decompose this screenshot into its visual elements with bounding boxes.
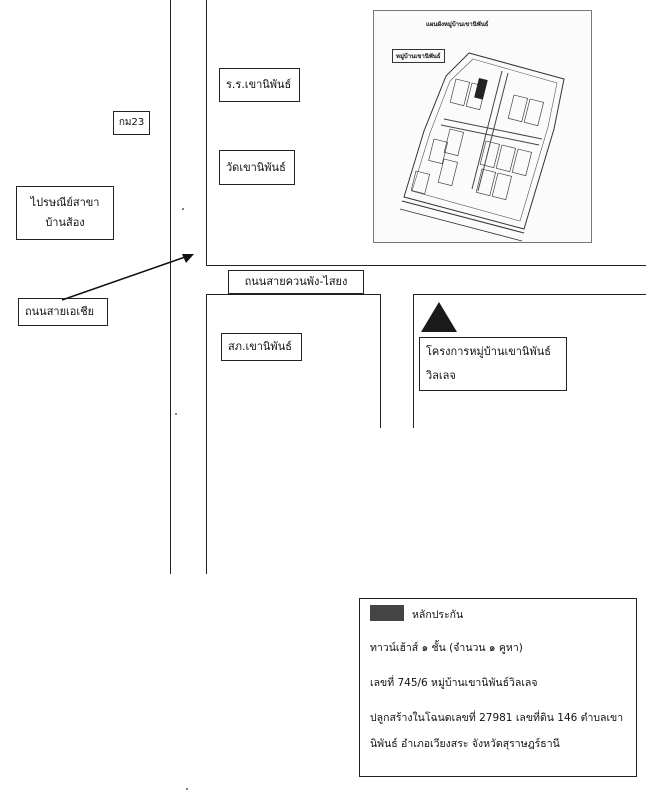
main-road-text: ถนนสายควนพัง-ไสยง: [244, 275, 348, 289]
police-station-text: สภ.เขานิพันธ์: [228, 340, 292, 354]
police-station-label: สภ.เขานิพันธ์: [221, 333, 302, 361]
legend-line-2: เลขที่ 745/6 หมู่บ้านเขานิพันธ์วิลเลจ: [370, 677, 538, 689]
collateral-swatch-label: หลักประกัน: [412, 609, 464, 621]
asia-road-right-edge: [206, 0, 207, 265]
post-office-label: ไปรษณีย์สาขา บ้านส้อง: [16, 186, 114, 240]
site-plan-title: แผนผังหมู่บ้านเขานิพันธ์: [426, 21, 489, 28]
side-road-west-edge: [380, 294, 381, 428]
side-road-east-edge: [413, 294, 414, 428]
km23-label: กม23: [113, 111, 150, 135]
project-line-1: โครงการหมู่บ้านเขานิพันธ์: [426, 345, 551, 359]
school-label: ร.ร.เขานิพันธ์: [219, 68, 300, 102]
school-text: ร.ร.เขานิพันธ์: [226, 78, 292, 92]
temple-text: วัดเขานิพันธ์: [226, 160, 286, 174]
asia-road-text: ถนนสายเอเชีย: [25, 305, 95, 319]
asia-road-label: ถนนสายเอเชีย: [18, 298, 108, 326]
asia-road-left-edge: [170, 0, 171, 574]
scan-speck: [182, 208, 184, 210]
post-office-line-2: บ้านส้อง: [45, 216, 85, 229]
site-plan-drawing: [399, 52, 565, 242]
post-office-line-1: ไปรษณีย์สาขา: [30, 196, 100, 210]
km23-text: กม23: [118, 116, 145, 128]
scan-speck: [186, 788, 188, 790]
collateral-swatch: [370, 605, 404, 621]
main-road-north-edge: [206, 265, 646, 266]
asia-road-right-edge-south: [206, 294, 207, 574]
site-plan-tag: หมู่บ้านเขานิพันธ์: [392, 49, 445, 63]
legend-line-4: นิพันธ์ อำเภอเวียงสระ จังหวัดสุราษฎร์ธาน…: [370, 738, 560, 750]
legend-line-3: ปลูกสร้างในโฉนดเลขที่ 27981 เลขที่ดิน 14…: [370, 712, 624, 724]
main-road-south-edge-east: [413, 294, 646, 295]
site-plan-inset: แผนผังหมู่บ้านเขานิพันธ์ หมู่บ้านเขานิพั…: [373, 10, 592, 243]
main-road-label: ถนนสายควนพัง-ไสยง: [228, 270, 364, 294]
legend-line-1: ทาวน์เฮ้าส์ ๑ ชั้น (จำนวน ๑ คูหา): [370, 642, 523, 654]
main-road-south-edge-west: [206, 294, 380, 295]
project-label: โครงการหมู่บ้านเขานิพันธ์ วิลเลจ: [419, 337, 567, 391]
project-marker-triangle-icon: [421, 302, 457, 332]
scan-speck: [175, 413, 177, 415]
temple-label: วัดเขานิพันธ์: [219, 150, 295, 185]
asia-road-arrow-icon: [61, 254, 194, 301]
legend-box: หลักประกัน ทาวน์เฮ้าส์ ๑ ชั้น (จำนวน ๑ ค…: [359, 598, 637, 777]
project-line-2: วิลเลจ: [426, 369, 456, 382]
